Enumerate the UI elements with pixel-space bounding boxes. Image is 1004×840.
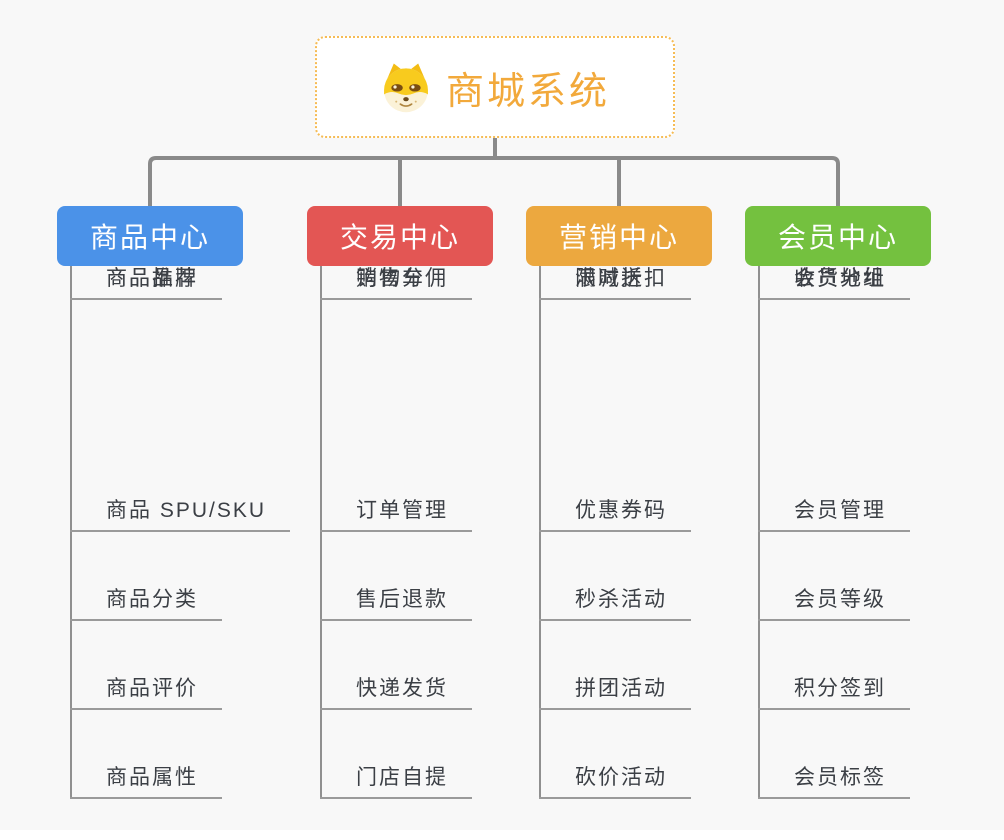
child-node-label[interactable]: 售后退款: [320, 587, 472, 621]
child-node-label[interactable]: 会员管理: [758, 498, 910, 532]
child-node-label[interactable]: 商品评价: [70, 676, 222, 710]
child-node-label[interactable]: 销售分佣: [320, 266, 472, 300]
branch-marketing-center: 营销中心 优惠券码 秒杀活动 拼团活动 砍价活动 限时折扣 满减送: [526, 206, 766, 799]
child-node-label[interactable]: 门店自提: [320, 765, 472, 799]
child-node: 商品属性: [70, 765, 222, 799]
child-node-label[interactable]: 积分签到: [758, 676, 910, 710]
child-node: 售后退款: [320, 587, 472, 621]
child-node: 满减送: [539, 266, 668, 300]
dog-face-icon: [380, 61, 432, 113]
child-node-label[interactable]: 砍价活动: [539, 765, 691, 799]
child-node: 秒杀活动: [539, 587, 691, 621]
branch-trunk-line: [758, 266, 760, 799]
branch-trade-center: 交易中心 订单管理 售后退款 快递发货 门店自提 购物车 销售分佣: [307, 206, 547, 799]
branch-header-member-center[interactable]: 会员中心: [745, 206, 931, 266]
child-node-label[interactable]: 快递发货: [320, 676, 472, 710]
child-node: 商品 SPU/SKU: [70, 498, 291, 532]
child-node: 门店自提: [320, 765, 472, 799]
branch-member-center: 会员中心 会员管理 会员等级 积分签到 会员标签 会员分组 收货地址: [745, 206, 985, 799]
child-node: 会员管理: [758, 498, 910, 532]
child-node: 订单管理: [320, 498, 472, 532]
child-node-label[interactable]: 商品品牌: [70, 266, 222, 300]
child-node-label[interactable]: 拼团活动: [539, 676, 691, 710]
branch-header-product-center[interactable]: 商品中心: [57, 206, 243, 266]
page-bottom-edge: [0, 830, 1004, 840]
child-node-label[interactable]: 收货地址: [758, 266, 910, 300]
root-node-label: 商城系统: [445, 70, 610, 113]
child-node: 拼团活动: [539, 676, 691, 710]
branch-trunk-line: [70, 266, 72, 799]
child-node: 快递发货: [320, 676, 472, 710]
branch-trunk-line: [320, 266, 322, 799]
branch-product-center: 商品中心 商品 SPU/SKU 商品分类 商品评价 商品属性 商品推荐 商品品牌: [57, 206, 297, 799]
child-node-label[interactable]: 会员标签: [758, 765, 910, 799]
child-node-label[interactable]: 满减送: [539, 266, 668, 300]
child-node: 会员标签: [758, 765, 910, 799]
branch-header-marketing-center[interactable]: 营销中心: [526, 206, 712, 266]
child-node: 砍价活动: [539, 765, 691, 799]
child-node: 商品分类: [70, 587, 222, 621]
child-node-label[interactable]: 商品分类: [70, 587, 222, 621]
child-node: 商品评价: [70, 676, 222, 710]
child-node: 积分签到: [758, 676, 910, 710]
child-node-label[interactable]: 商品属性: [70, 765, 222, 799]
child-node: 销售分佣: [320, 266, 472, 300]
child-node: 会员等级: [758, 587, 910, 621]
child-node: 商品品牌: [70, 266, 222, 300]
branch-trunk-line: [539, 266, 541, 799]
child-node-label[interactable]: 秒杀活动: [539, 587, 691, 621]
child-node-label[interactable]: 商品 SPU/SKU: [70, 498, 291, 532]
root-node[interactable]: 商城系统: [315, 36, 675, 138]
child-node: 收货地址: [758, 266, 910, 300]
child-node-label[interactable]: 会员等级: [758, 587, 910, 621]
child-node: 优惠券码: [539, 498, 691, 532]
child-node-label[interactable]: 优惠券码: [539, 498, 691, 532]
branch-header-trade-center[interactable]: 交易中心: [307, 206, 493, 266]
child-node-label[interactable]: 订单管理: [320, 498, 472, 532]
